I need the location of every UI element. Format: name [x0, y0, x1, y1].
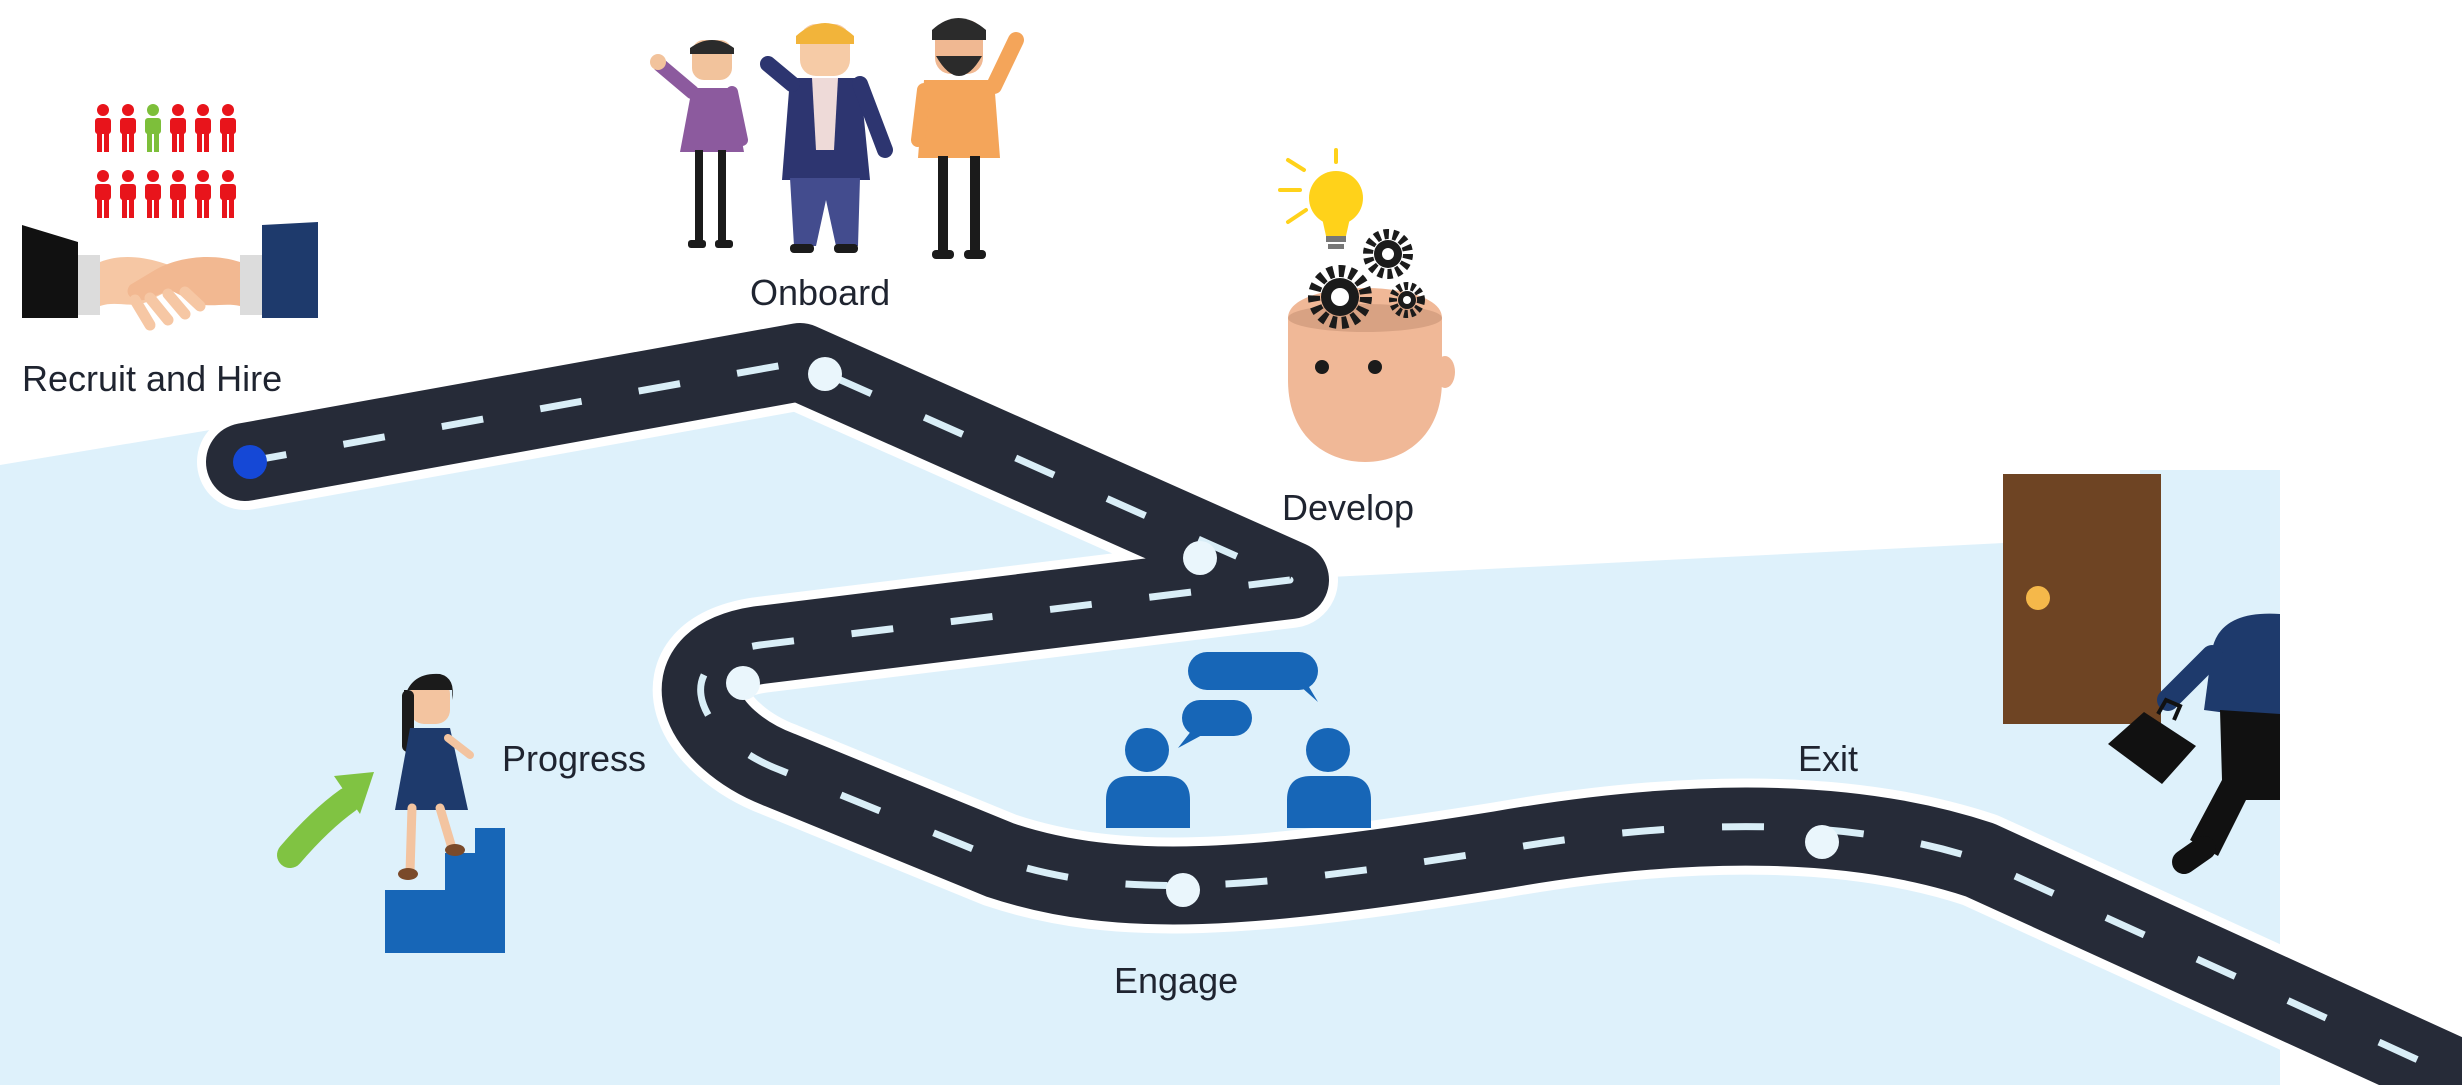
lightbulb-icon	[1278, 148, 1363, 249]
stage-label-progress: Progress	[502, 738, 646, 779]
stairs-climb-icon	[277, 673, 505, 953]
start-marker	[233, 445, 267, 479]
brain-gears-icon	[1278, 148, 1455, 462]
team-people-icon	[650, 18, 1024, 259]
gear-icon	[1389, 282, 1425, 318]
person-icon	[1106, 728, 1190, 828]
handshake-icon	[22, 104, 318, 331]
speech-bubble-icon	[1178, 700, 1252, 748]
person-icon	[2108, 613, 2280, 874]
stage-label-recruit: Recruit and Hire	[22, 358, 282, 399]
gear-icon	[1363, 229, 1413, 279]
stage-label-exit: Exit	[1798, 738, 1858, 779]
arrow-up-icon	[277, 772, 374, 868]
road-lane-dashes	[244, 358, 2462, 1084]
person-icon	[911, 18, 1024, 259]
gear-icon	[1308, 265, 1372, 329]
stage-label-onboard: Onboard	[750, 272, 890, 313]
stop-marker-develop	[1183, 541, 1217, 575]
person-icon	[650, 40, 748, 248]
person-icon	[760, 23, 893, 253]
conversation-icon	[1106, 652, 1371, 828]
person-icon	[1287, 728, 1371, 828]
stop-marker-progress	[726, 666, 760, 700]
speech-bubble-icon	[1188, 652, 1318, 702]
stage-label-engage: Engage	[1114, 960, 1238, 1001]
stop-marker-onboard	[808, 357, 842, 391]
stage-label-develop: Develop	[1282, 487, 1414, 528]
stop-marker-engage	[1166, 873, 1200, 907]
door-exit-icon	[2003, 474, 2280, 874]
crowd-people-icon	[95, 104, 236, 218]
stop-marker-exit	[1805, 825, 1839, 859]
road	[197, 314, 2462, 1085]
briefcase-icon	[2108, 697, 2196, 784]
